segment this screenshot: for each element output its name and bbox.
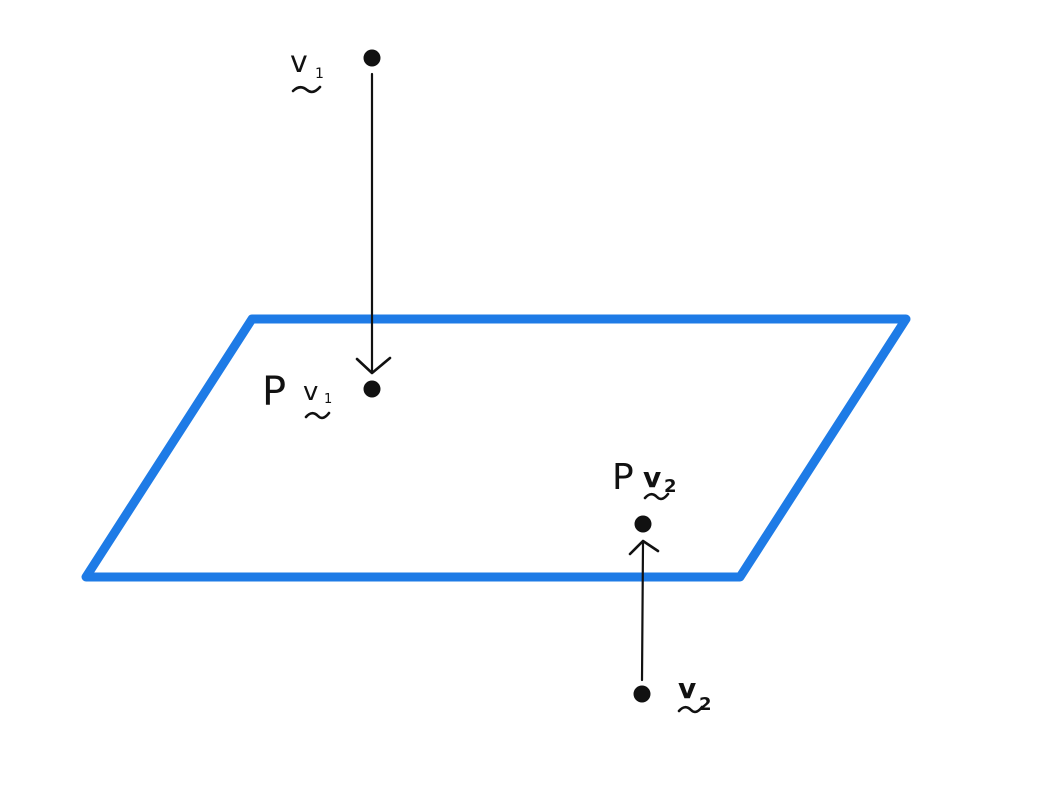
label-pv2-subscript: 2 xyxy=(664,476,677,497)
point-v2 xyxy=(633,685,651,703)
label-pv2-letter: v xyxy=(643,461,661,494)
label-pv2-operator: P xyxy=(612,457,634,498)
label-v2-tilde xyxy=(677,705,704,714)
arrowhead-down xyxy=(355,356,392,375)
label-pv1-tilde xyxy=(304,411,331,420)
point-pv1 xyxy=(363,380,381,398)
arrowhead-up xyxy=(628,539,660,556)
label-pv1-letter: v xyxy=(303,377,318,407)
projection-arrow-v2 xyxy=(640,541,645,682)
label-v1-letter: v xyxy=(290,45,308,80)
label-pv1-operator: P xyxy=(262,369,286,415)
label-pv2-tilde xyxy=(643,492,670,501)
label-pv1: P v 1 xyxy=(262,369,332,420)
label-v1-subscript: 1 xyxy=(315,66,324,82)
label-pv2: P v 2 xyxy=(612,457,677,501)
point-v1 xyxy=(363,49,381,67)
label-v2-letter: v xyxy=(678,672,696,705)
point-pv2 xyxy=(634,515,652,533)
label-v1-tilde xyxy=(291,85,322,94)
plane-outline xyxy=(81,314,911,582)
label-v2-subscript: 2 xyxy=(699,694,712,715)
label-v1: v 1 xyxy=(290,45,324,94)
label-v2: v 2 xyxy=(677,672,712,715)
label-pv1-subscript: 1 xyxy=(324,392,332,407)
